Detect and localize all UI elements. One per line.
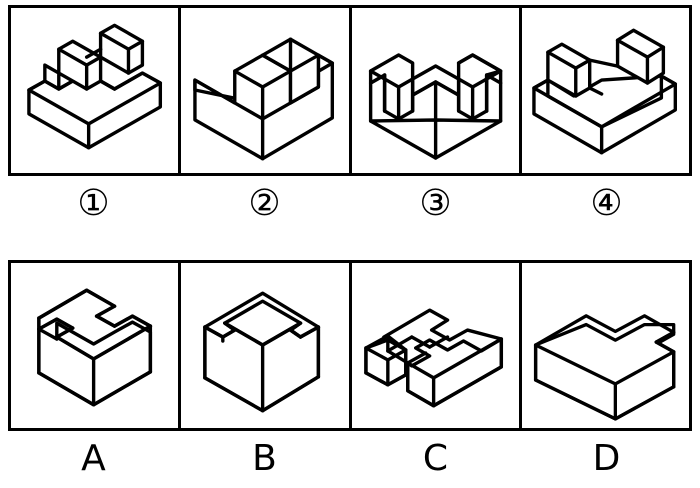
figure-panel-4[interactable] (521, 8, 689, 173)
notched-slab-view-a-drawing (37, 288, 153, 407)
figure-label-2: ② (248, 183, 281, 224)
figure-panel-c[interactable] (351, 263, 522, 428)
figure-label-4: ④ (590, 183, 623, 224)
notched-slab-view-d-drawing (533, 314, 676, 421)
answer-labels-row: A B C D (8, 433, 692, 485)
slab-with-two-separated-cubes-drawing (532, 28, 677, 155)
figure-panel-3[interactable] (351, 8, 522, 173)
figure-label-b: B (252, 438, 277, 479)
block-with-two-adjacent-cubes-drawing (193, 37, 335, 161)
answer-figures-row (8, 260, 692, 431)
figure-panel-1[interactable] (11, 8, 182, 173)
figure-panel-2[interactable] (181, 8, 352, 173)
notched-slab-view-b-drawing (203, 291, 321, 413)
figure-panel-d[interactable] (521, 263, 689, 428)
figure-label-a: A (81, 438, 106, 479)
stepped-block-two-cubes-drawing (27, 23, 163, 150)
figure-panel-b[interactable] (181, 263, 352, 428)
figure-label-3: ③ (419, 183, 452, 224)
split-slab-view-c-drawing (363, 308, 503, 408)
figure-label-d: D (592, 438, 621, 479)
figure-label-1: ① (77, 183, 110, 224)
question-figures-row (8, 5, 692, 176)
question-labels-row: ① ② ③ ④ (8, 178, 692, 230)
u-channel-two-posts-drawing (368, 53, 502, 160)
figure-panel-a[interactable] (11, 263, 182, 428)
figure-label-c: C (422, 438, 449, 479)
